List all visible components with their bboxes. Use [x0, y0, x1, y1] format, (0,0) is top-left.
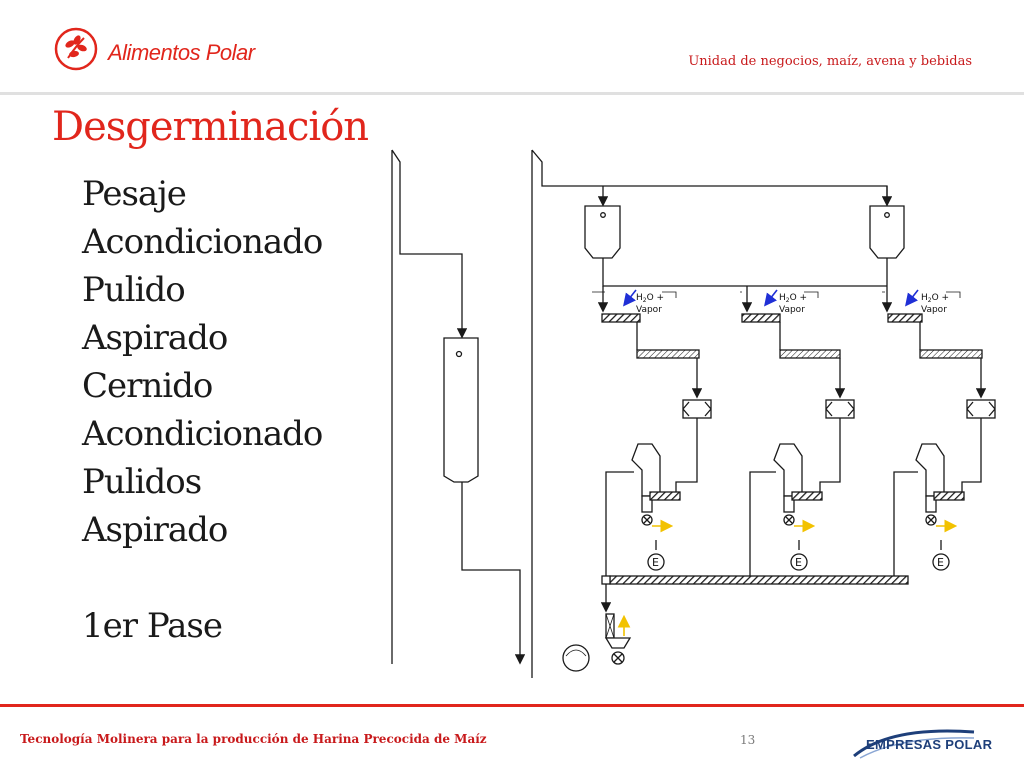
footer-course-title: Tecnología Molinera para la producción d…: [20, 732, 487, 746]
aspirator-2: [773, 443, 823, 526]
page-number: 13: [740, 733, 756, 747]
aspirator-3: [915, 443, 965, 526]
aspirator-1: [631, 443, 681, 526]
svg-text:H2O +: H2O +: [921, 293, 949, 304]
degermination-flow-diagram: H2O + Vapor H2O + Vapor H2O + Vapor E E …: [391, 149, 996, 678]
empresas-polar-logo: [850, 722, 980, 762]
page-title: Desgerminación: [52, 104, 369, 150]
polisher-3: [966, 399, 996, 419]
step-item: Aspirado: [82, 318, 228, 358]
svg-text:H2O +: H2O +: [779, 293, 807, 304]
step-item: Pulido: [82, 270, 186, 310]
step-item: Pesaje: [82, 174, 187, 214]
step-item: Cernido: [82, 366, 213, 406]
polisher-1: [682, 399, 712, 419]
header-divider: [0, 92, 1024, 95]
svg-text:H2O +: H2O +: [636, 293, 664, 304]
steam-label-2: H2O + Vapor: [779, 293, 807, 315]
conditioning-bin-2: [869, 205, 905, 259]
collector-conveyor: [609, 575, 909, 585]
empresas-polar-swoosh-icon: [853, 729, 975, 759]
steam-label-3: H2O + Vapor: [921, 293, 949, 315]
step-item: Pulidos: [82, 462, 202, 502]
fan-icon: [562, 644, 590, 672]
step-item: 1er Pase: [82, 606, 223, 646]
bottom-separator: [604, 613, 632, 665]
svg-text:Vapor: Vapor: [921, 305, 947, 315]
svg-text:Vapor: Vapor: [636, 305, 662, 315]
step-item: Acondicionado: [82, 414, 323, 454]
engine-1: [647, 553, 665, 571]
footer-divider: [0, 704, 1024, 707]
step-gap: [82, 554, 322, 602]
process-step-list: Pesaje Acondicionado Pulido Aspirado Cer…: [82, 170, 323, 650]
engine-label: E: [937, 556, 944, 569]
engine-3: [932, 553, 950, 571]
step-item: Aspirado: [82, 510, 228, 550]
engine-2: [790, 553, 808, 571]
steam-label-1: H2O + Vapor: [636, 293, 664, 315]
brand-name: Alimentos Polar: [108, 40, 255, 65]
polar-flower-icon: [54, 27, 98, 71]
engine-label: E: [652, 556, 659, 569]
corp-brand-name: EMPRESAS POLAR: [866, 737, 993, 752]
chute-left: [391, 149, 462, 664]
alimentos-polar-logo: Alimentos Polar: [52, 26, 292, 72]
conditioning-bin-1: [584, 205, 621, 259]
storage-bin-left: [443, 337, 479, 483]
step-item: Acondicionado: [82, 222, 323, 262]
engine-label: E: [795, 556, 802, 569]
polisher-2: [825, 399, 855, 419]
business-unit-title: Unidad de negocios, maíz, avena y bebida…: [688, 54, 972, 69]
water-label: H: [636, 293, 643, 303]
svg-text:Vapor: Vapor: [779, 305, 805, 315]
